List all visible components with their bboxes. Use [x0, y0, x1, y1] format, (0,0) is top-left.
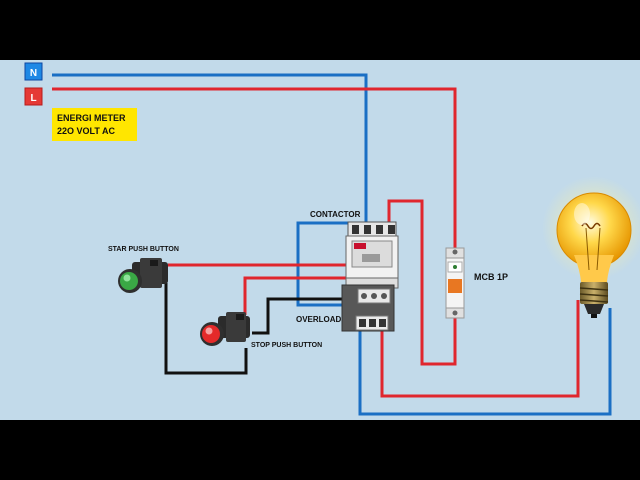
light-bulb-icon — [542, 176, 640, 318]
neutral-terminal: N — [24, 62, 43, 81]
contactor — [345, 221, 399, 289]
line-terminal-label: L — [30, 93, 36, 104]
start-push-button — [118, 258, 168, 293]
energy-meter-line2: 22O VOLT AC — [57, 126, 116, 136]
line-terminal: L — [24, 87, 43, 106]
control-wires — [164, 283, 350, 375]
energy-meter-line1: ENERGI METER — [57, 113, 126, 123]
start-push-button-label: STAR PUSH BUTTON — [108, 246, 179, 253]
contactor-label: CONTACTOR — [310, 210, 361, 219]
stop-push-button — [200, 312, 250, 346]
energy-meter-note: ENERGI METER 22O VOLT AC — [52, 108, 137, 141]
stop-push-button-label: STOP PUSH BUTTON — [251, 342, 322, 349]
mcb — [445, 247, 465, 319]
neutral-terminal-label: N — [30, 68, 37, 79]
overload-label: OVERLOAD — [296, 315, 342, 324]
line-wires — [52, 87, 580, 398]
mcb-label: MCB 1P — [474, 272, 508, 282]
overload-relay — [341, 284, 395, 332]
